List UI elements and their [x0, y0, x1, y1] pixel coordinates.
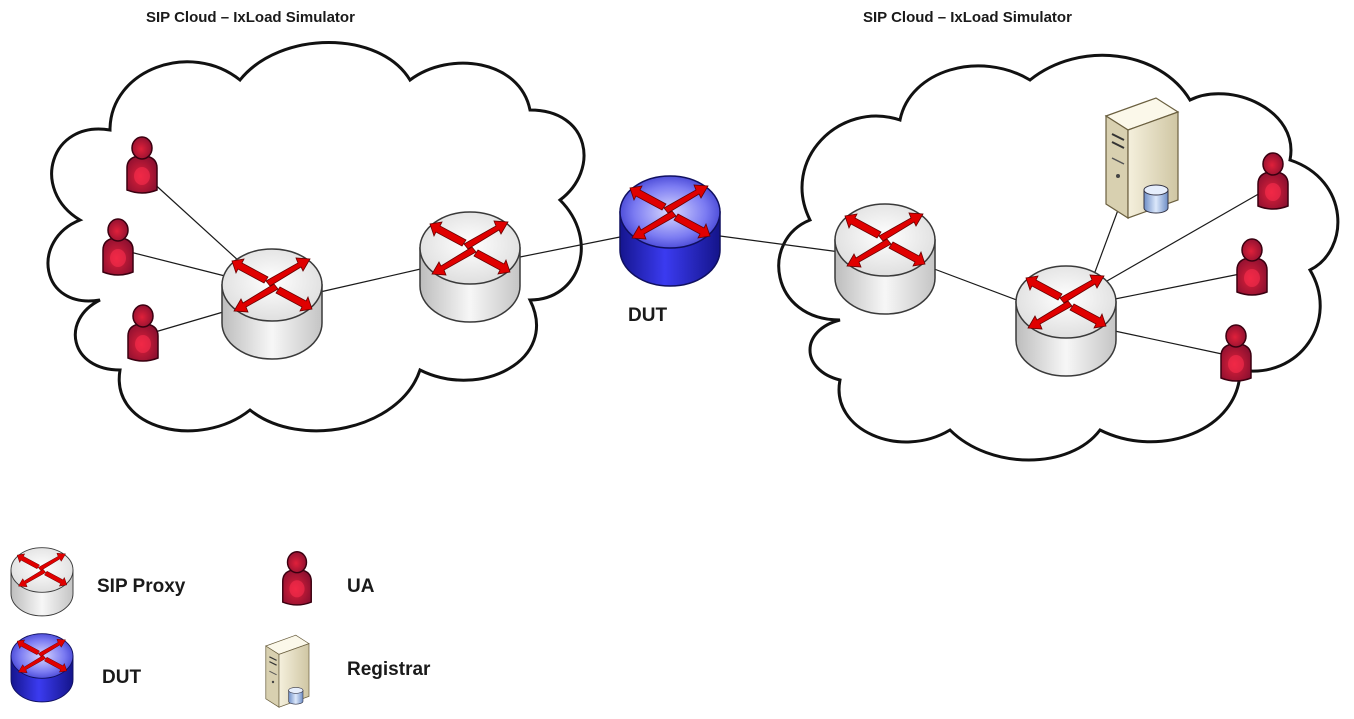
legend-ua-label: UA — [347, 576, 375, 597]
legend: SIP Proxy UA DUT Registrar — [10, 547, 431, 708]
legend-registrar-icon — [265, 634, 310, 708]
link-proxy2-dut — [514, 235, 626, 259]
link-ua1-proxy1 — [149, 179, 241, 263]
legend-dut-label: DUT — [102, 667, 141, 688]
left-cloud — [46, 41, 586, 433]
legend-sip-proxy-label: SIP Proxy — [97, 576, 186, 597]
sip-proxy-icon — [419, 211, 521, 323]
link-proxy4-ua6 — [1109, 329, 1223, 355]
legend-sip-proxy-icon — [10, 547, 74, 617]
legend-registrar-label: Registrar — [347, 659, 431, 680]
ua-icon — [1220, 324, 1252, 382]
left-cloud-title: SIP Cloud – IxLoad Simulator — [146, 9, 355, 26]
link-dut-proxy3 — [719, 235, 841, 253]
link-proxy4-ua4 — [1099, 191, 1263, 286]
sip-proxy-icon — [221, 248, 323, 360]
ua-icon — [126, 136, 158, 194]
network-links — [129, 179, 1263, 355]
link-proxy4-ua5 — [1109, 273, 1241, 301]
ua-icon — [102, 218, 134, 276]
ua-icon — [1236, 238, 1268, 296]
ua-icon — [1257, 152, 1289, 210]
sip-proxy-icon — [834, 203, 936, 315]
legend-dut-icon — [10, 633, 74, 703]
link-ua2-proxy1 — [129, 251, 226, 277]
link-proxy4-registrar — [1091, 209, 1119, 281]
dut-icon — [619, 175, 721, 287]
registrar-icon — [1105, 97, 1179, 219]
sip-proxy-icon — [1015, 265, 1117, 377]
link-proxy1-proxy2 — [319, 267, 426, 293]
legend-ua-icon — [282, 551, 312, 606]
dut-label: DUT — [628, 305, 667, 326]
right-cloud — [777, 53, 1340, 462]
right-cloud-title: SIP Cloud – IxLoad Simulator — [863, 9, 1072, 26]
link-ua3-proxy1 — [154, 309, 231, 333]
ua-icon — [127, 304, 159, 362]
